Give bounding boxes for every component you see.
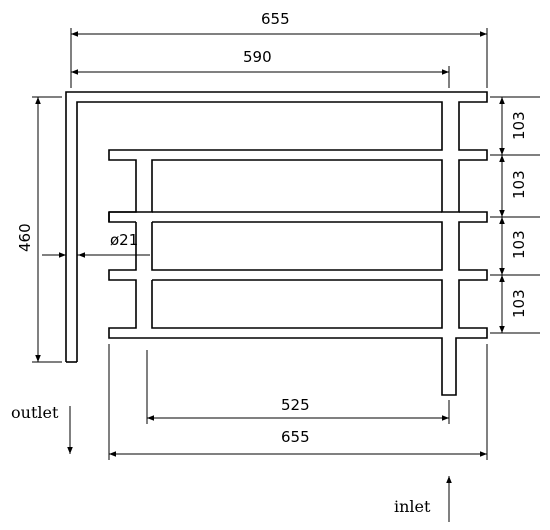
dim-label-pipe-diameter: ø21: [110, 231, 138, 249]
pipe-outline: [65, 91, 488, 396]
dim-label-top-inner: 590: [243, 48, 272, 66]
inlet-label: inlet: [394, 497, 431, 516]
dim-top-inner: 590: [71, 48, 450, 88]
outlet-pipe-and-top-header: [65, 91, 488, 362]
dim-label-spacing-3: 103: [510, 230, 528, 259]
dim-label-bottom-overall: 655: [281, 428, 310, 446]
dim-right-spacings: 103 103 103 103: [490, 96, 540, 334]
outlet-label: outlet: [11, 403, 59, 422]
dim-top-overall: 655: [70, 10, 488, 88]
dim-label-spacing-4: 103: [510, 289, 528, 318]
rail-inner-lines: [151, 221, 443, 329]
dim-bottom-inner: 525: [146, 350, 450, 424]
inlet-indicator: inlet: [394, 476, 452, 522]
dim-label-spacing-1: 103: [510, 111, 528, 140]
dim-label-height-left: 460: [16, 223, 34, 252]
dim-label-bottom-inner: 525: [281, 396, 310, 414]
dim-bottom-overall: 655: [108, 344, 488, 460]
rail-2: [108, 211, 488, 396]
dim-label-top-overall: 655: [261, 10, 290, 28]
dim-pipe-diameter: ø21: [42, 231, 150, 258]
dim-height-left: 460: [16, 96, 62, 363]
dim-label-spacing-2: 103: [510, 170, 528, 199]
outlet-indicator: outlet: [11, 403, 73, 454]
